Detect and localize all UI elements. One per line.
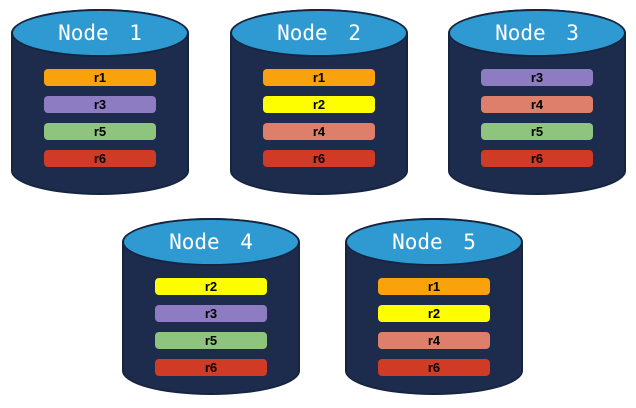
node-2-cylinder: Node 2 r1 r2 r4 r6 [230, 9, 408, 195]
replica-bar: r6 [481, 150, 593, 167]
replica-label: r2 [312, 97, 326, 112]
replica-bar: r5 [155, 332, 267, 349]
replica-bar: r6 [155, 359, 267, 376]
replica-label: r4 [312, 124, 326, 139]
cylinder-top: Node 2 [230, 9, 408, 57]
replica-label: r1 [427, 279, 441, 294]
node-label: Node 3 [495, 21, 579, 45]
cylinder-top: Node 5 [345, 218, 523, 266]
replica-label: r1 [312, 70, 326, 85]
replica-label: r2 [204, 279, 218, 294]
replica-bar: r1 [378, 278, 490, 295]
replica-label: r6 [427, 360, 441, 375]
node-label: Node 1 [58, 21, 142, 45]
replica-bar: r3 [155, 305, 267, 322]
replica-label: r3 [530, 70, 544, 85]
node-3-cylinder: Node 3 r3 r4 r5 r6 [448, 9, 626, 195]
replica-bar: r5 [44, 123, 156, 140]
replica-bar: r3 [44, 96, 156, 113]
replica-bar: r1 [44, 69, 156, 86]
replica-label: r3 [204, 306, 218, 321]
replica-list: r2 r3 r5 r6 [122, 278, 300, 386]
replica-label: r6 [530, 151, 544, 166]
replica-bar: r2 [378, 305, 490, 322]
node-1-cylinder: Node 1 r1 r3 r5 r6 [11, 9, 189, 195]
replica-label: r2 [427, 306, 441, 321]
cylinder-top: Node 4 [122, 218, 300, 266]
node-label: Node 2 [277, 21, 361, 45]
replica-bar: r3 [481, 69, 593, 86]
replica-label: r6 [312, 151, 326, 166]
replica-bar: r2 [155, 278, 267, 295]
replica-label: r1 [93, 70, 107, 85]
cylinder-top: Node 3 [448, 9, 626, 57]
cylinder-top: Node 1 [11, 9, 189, 57]
replica-label: r5 [530, 124, 544, 139]
replica-bar: r4 [481, 96, 593, 113]
node-5-cylinder: Node 5 r1 r2 r4 r6 [345, 218, 523, 395]
replica-label: r4 [427, 333, 441, 348]
replica-list: r1 r3 r5 r6 [11, 69, 189, 177]
replica-list: r3 r4 r5 r6 [448, 69, 626, 177]
replica-label: r5 [93, 124, 107, 139]
replica-label: r6 [204, 360, 218, 375]
replica-bar: r6 [44, 150, 156, 167]
replica-bar: r4 [378, 332, 490, 349]
node-label: Node 5 [392, 230, 476, 254]
replica-bar: r2 [263, 96, 375, 113]
replica-list: r1 r2 r4 r6 [345, 278, 523, 386]
replica-bar: r1 [263, 69, 375, 86]
replica-bar: r6 [263, 150, 375, 167]
replica-list: r1 r2 r4 r6 [230, 69, 408, 177]
replica-label: r5 [204, 333, 218, 348]
node-4-cylinder: Node 4 r2 r3 r5 r6 [122, 218, 300, 395]
replica-label: r6 [93, 151, 107, 166]
replica-label: r3 [93, 97, 107, 112]
replica-bar: r4 [263, 123, 375, 140]
replica-label: r4 [530, 97, 544, 112]
replica-bar: r6 [378, 359, 490, 376]
node-label: Node 4 [169, 230, 253, 254]
replica-bar: r5 [481, 123, 593, 140]
